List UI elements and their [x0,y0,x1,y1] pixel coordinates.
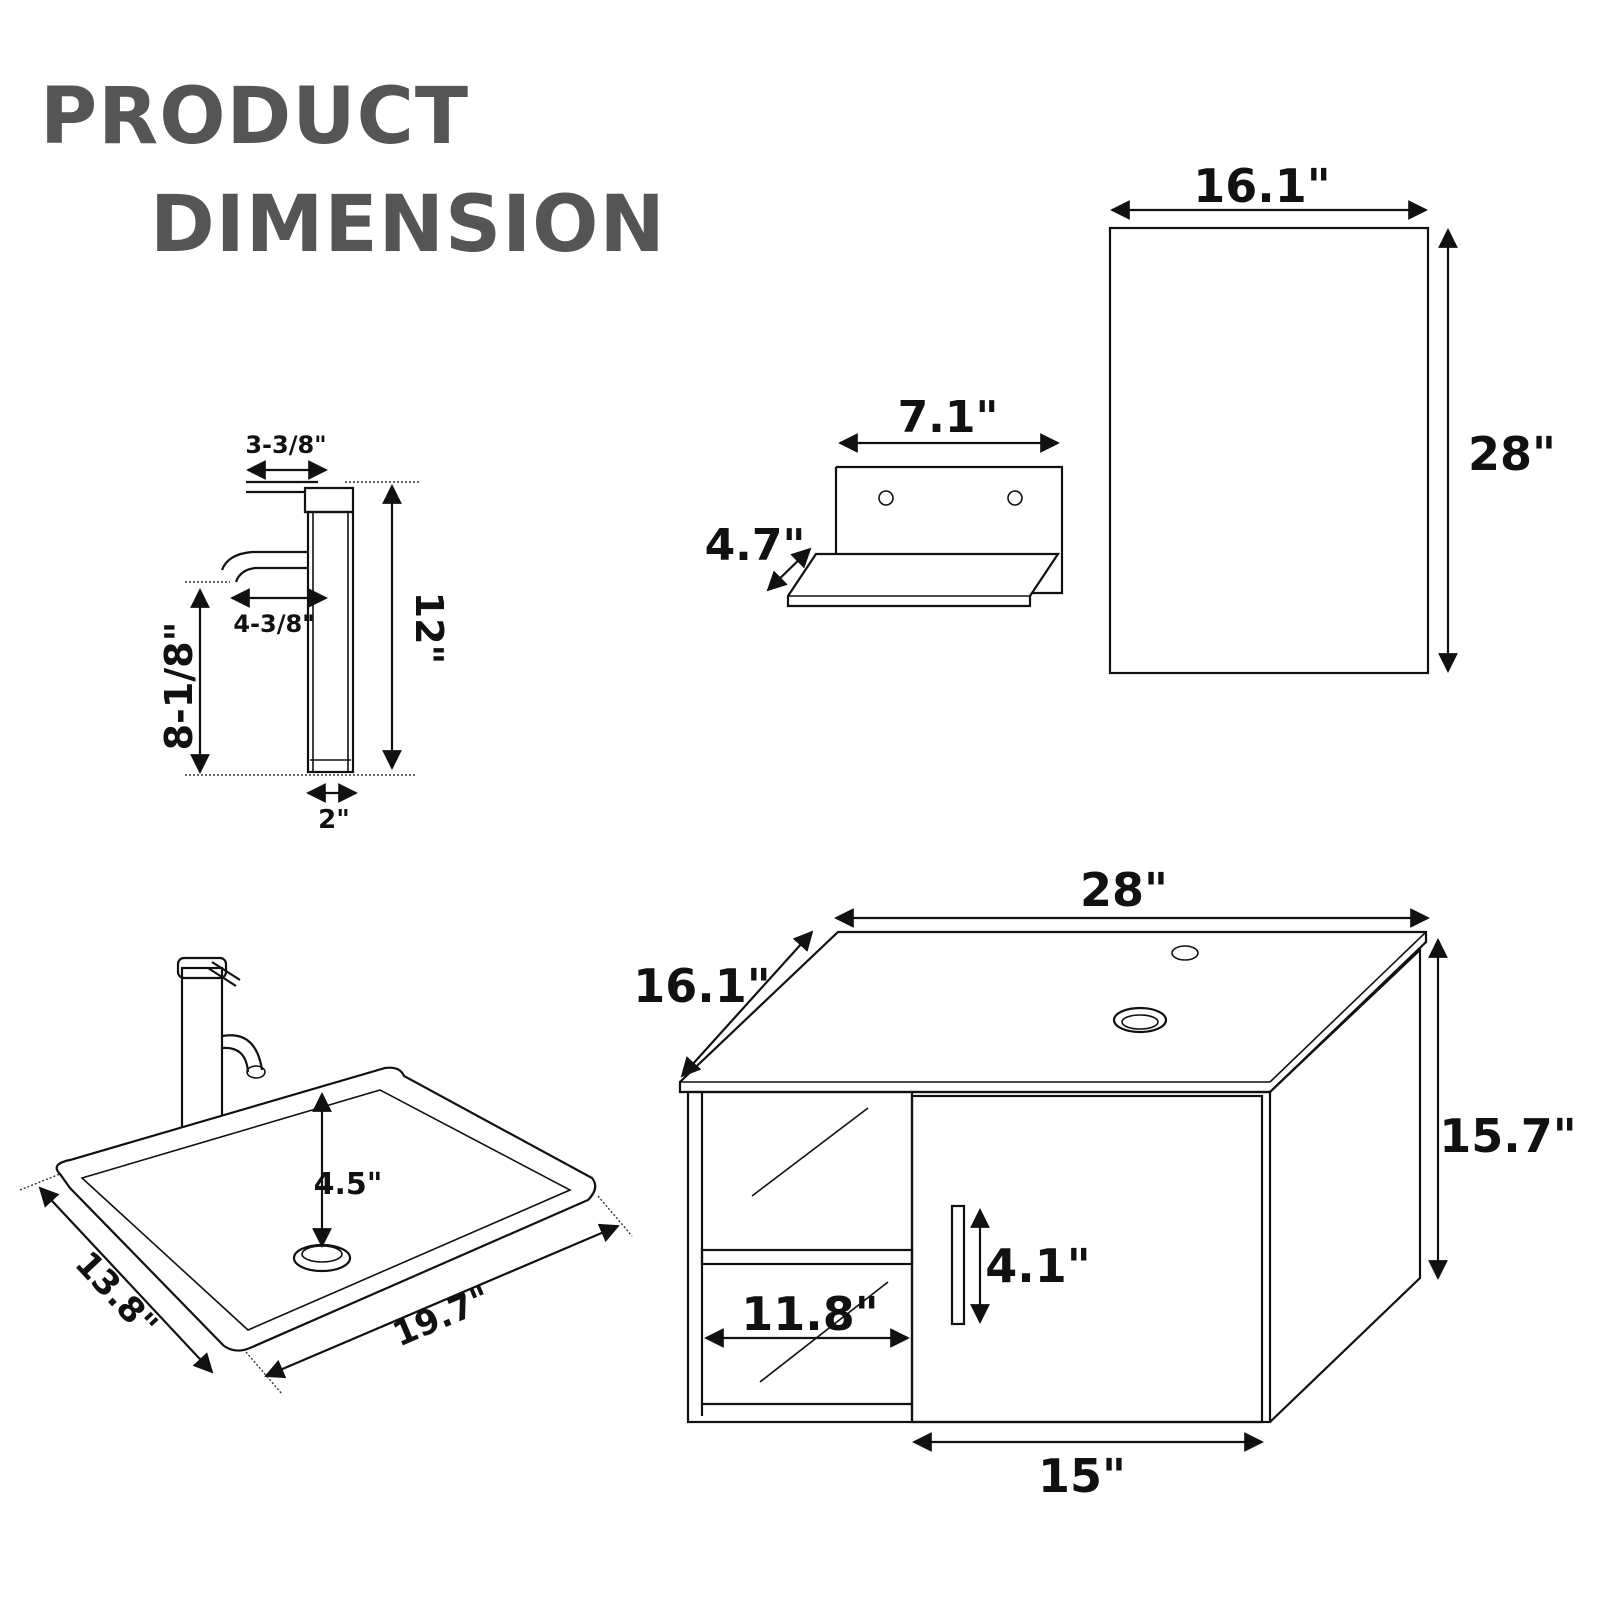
faucet-handle-label: 3-3/8" [245,431,326,459]
title-line-1: PRODUCT [40,72,470,162]
title-line-2: DIMENSION [150,180,666,270]
sink-depth-label: 4.5" [314,1167,383,1202]
vessel-sink-drawing [19,956,633,1395]
cabinet-handle-label: 4.1" [985,1239,1090,1293]
shelf-depth-label: 4.7" [705,520,806,571]
shelf-drawing [766,433,1064,608]
cabinet-width-label: 28" [1080,863,1168,917]
cabinet-height-label: 15.7" [1439,1109,1576,1163]
cabinet-depth-label: 16.1" [633,959,770,1013]
cabinet-drawing [678,908,1448,1452]
sink-length-label: 19.7" [387,1279,496,1356]
faucet-base-label: 2" [318,805,350,835]
faucet-spout-label: 4-3/8" [233,610,314,638]
faucet-spout-height-label: 8-1/8" [157,622,201,751]
mirror-width-label: 16.1" [1193,159,1330,213]
mirror-drawing [1108,200,1458,675]
shelf-width-label: 7.1" [898,392,999,443]
cabinet-door-width-label: 15" [1038,1449,1126,1503]
cabinet-shelf-width-label: 11.8" [741,1287,878,1341]
faucet-drawing [185,460,420,803]
mirror-height-label: 28" [1468,427,1556,481]
faucet-height-label: 12" [407,592,451,665]
